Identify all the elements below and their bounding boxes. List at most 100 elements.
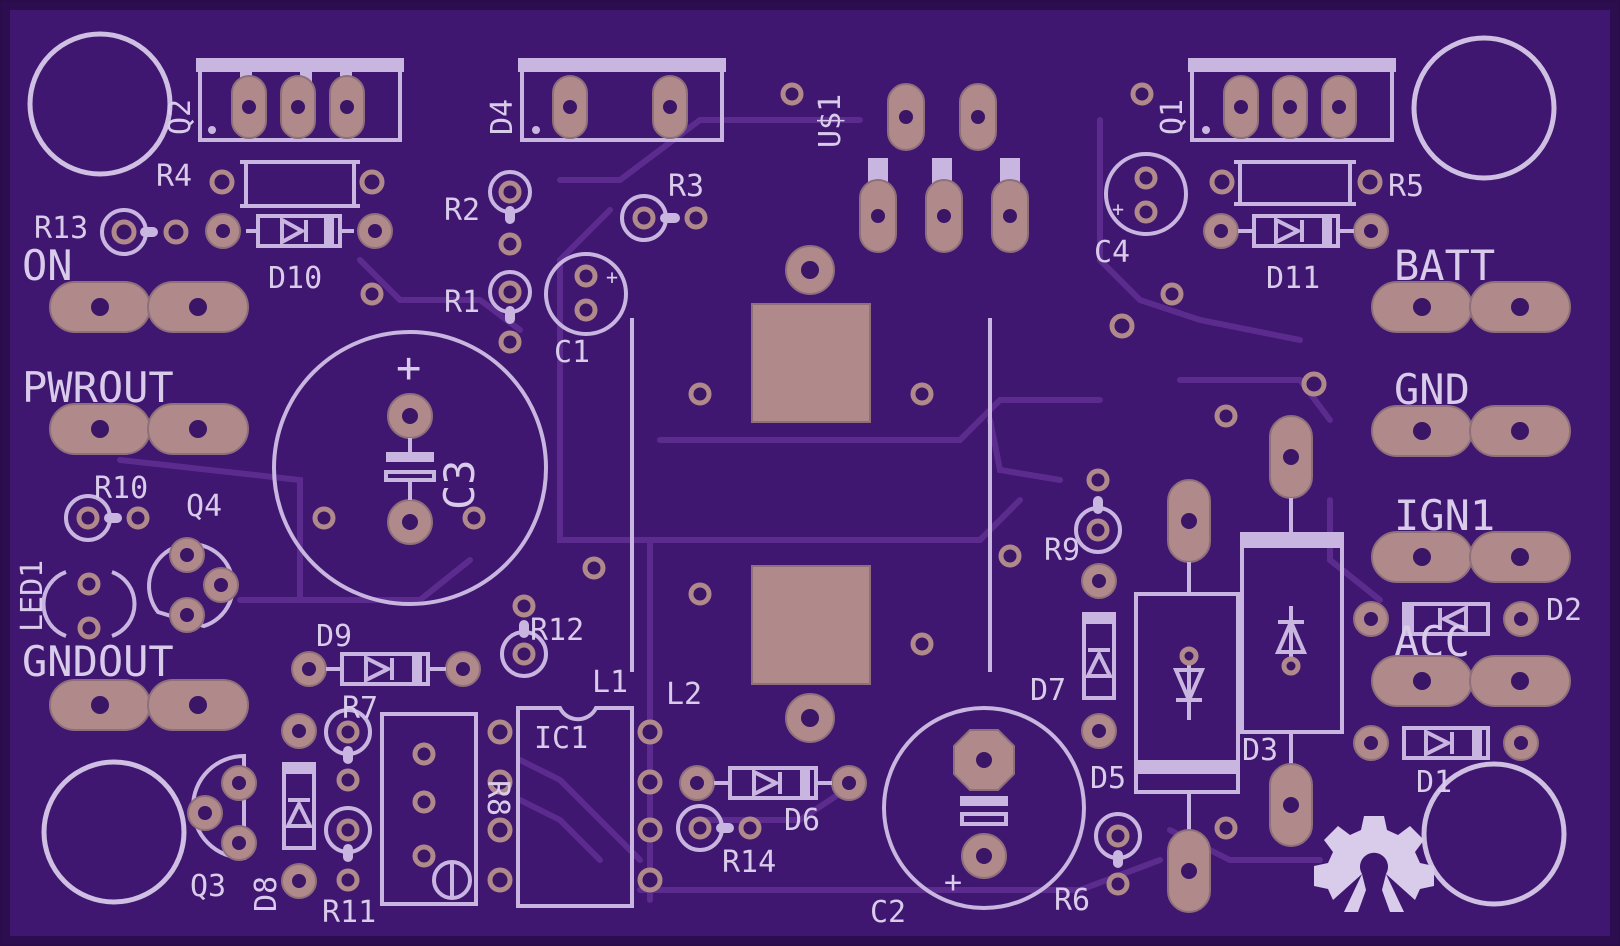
via bbox=[1301, 371, 1327, 397]
ref-l2: L2 bbox=[666, 677, 702, 712]
r2-resistor: R2 bbox=[444, 170, 532, 256]
ref-c2: C2 bbox=[870, 895, 906, 930]
via bbox=[582, 556, 606, 580]
ref-d4: D4 bbox=[485, 99, 520, 135]
ref-r8: R8 bbox=[480, 780, 515, 816]
r9-resistor: R9 bbox=[1044, 468, 1122, 568]
ref-d10: D10 bbox=[268, 261, 322, 296]
ref-ic1: IC1 bbox=[534, 721, 588, 756]
d4-package: D4 bbox=[485, 58, 726, 142]
ref-c4: C4 bbox=[1094, 235, 1130, 270]
d10-diode: D10 bbox=[205, 213, 393, 296]
label-gndout: GNDOUT bbox=[22, 637, 174, 686]
d8-diode: D8 bbox=[249, 713, 317, 912]
mount-hole-tr bbox=[1411, 35, 1557, 181]
r14-resistor: R14 bbox=[676, 804, 776, 880]
ref-d7: D7 bbox=[1030, 673, 1066, 708]
r8-trimmer: R8 bbox=[380, 712, 515, 906]
c4-plus: + bbox=[1112, 197, 1124, 221]
ref-r12: R12 bbox=[530, 613, 584, 648]
d3-diode: D3 bbox=[1240, 415, 1344, 847]
r13-resistor: R13 bbox=[34, 208, 189, 256]
c2-capacitor: + C2 bbox=[870, 706, 1086, 930]
ref-r10: R10 bbox=[94, 471, 148, 506]
r10-resistor: R10 bbox=[64, 471, 150, 542]
connector-on: ON bbox=[22, 241, 249, 333]
ref-c1: C1 bbox=[554, 335, 590, 370]
ref-c3: C3 bbox=[435, 459, 484, 510]
ref-led1: LED1 bbox=[15, 560, 50, 632]
ref-r6: R6 bbox=[1054, 883, 1090, 918]
ref-q1: Q1 bbox=[1155, 99, 1190, 135]
c1-capacitor: + C1 bbox=[544, 252, 628, 370]
r4-resistor: R4 bbox=[156, 159, 385, 208]
r7-resistor: R7 bbox=[324, 691, 378, 792]
c4-capacitor: + C4 bbox=[1094, 152, 1188, 339]
ref-q2: Q2 bbox=[163, 99, 198, 135]
via bbox=[998, 544, 1022, 568]
ref-r14: R14 bbox=[722, 845, 776, 880]
r1-resistor: R1 bbox=[444, 270, 532, 354]
r12-resistor: R12 bbox=[500, 594, 584, 678]
connector-acc: ACC bbox=[1371, 617, 1571, 707]
ref-q3: Q3 bbox=[190, 869, 226, 904]
connector-pwrout: PWROUT bbox=[22, 363, 249, 455]
u1-regulator: U$1 bbox=[780, 82, 1029, 253]
via bbox=[1214, 404, 1238, 428]
via bbox=[1214, 816, 1238, 840]
connector-batt: BATT bbox=[1371, 241, 1571, 333]
r5-resistor: R5 bbox=[1209, 160, 1424, 206]
ref-d11: D11 bbox=[1266, 261, 1320, 296]
ref-d2: D2 bbox=[1546, 593, 1582, 628]
connector-gndout: GNDOUT bbox=[22, 637, 249, 731]
ref-q4: Q4 bbox=[186, 489, 222, 524]
ref-d6: D6 bbox=[784, 803, 820, 838]
ref-r1: R1 bbox=[444, 285, 480, 320]
d5-diode: D5 bbox=[1090, 479, 1240, 913]
d2-diode: D2 bbox=[1353, 593, 1582, 637]
copper-traces bbox=[117, 117, 1383, 903]
ref-r7: R7 bbox=[342, 691, 378, 726]
c2-plus: + bbox=[944, 865, 962, 900]
connector-gnd: GND bbox=[1371, 365, 1571, 457]
d9-diode: D9 bbox=[291, 619, 481, 687]
ref-u1: U$1 bbox=[813, 94, 848, 148]
q4-transistor: Q4 bbox=[147, 489, 239, 633]
ref-r11: R11 bbox=[322, 895, 376, 930]
r11-resistor: R11 bbox=[322, 806, 376, 930]
d7-diode: D7 bbox=[1030, 563, 1117, 749]
ref-d8: D8 bbox=[249, 876, 284, 912]
ic1-chip: IC1 bbox=[487, 706, 663, 908]
d6-diode: D6 bbox=[679, 765, 867, 838]
ref-r5: R5 bbox=[1388, 169, 1424, 204]
r6-resistor: R6 bbox=[1054, 812, 1142, 918]
ref-d5: D5 bbox=[1090, 761, 1126, 796]
ref-r2: R2 bbox=[444, 193, 480, 228]
ref-r3: R3 bbox=[668, 169, 704, 204]
r3-resistor: R3 bbox=[620, 169, 708, 242]
mounting-holes bbox=[27, 31, 1567, 907]
d11-diode: D11 bbox=[1203, 213, 1389, 296]
via bbox=[360, 282, 384, 306]
c1-plus: + bbox=[606, 265, 618, 289]
connector-ign1: IGN1 bbox=[1371, 491, 1571, 583]
label-on: ON bbox=[22, 241, 73, 290]
mount-hole-br bbox=[1421, 761, 1567, 907]
ref-d9: D9 bbox=[316, 619, 352, 654]
mount-hole-bl bbox=[41, 759, 187, 905]
open-hardware-logo bbox=[1314, 816, 1434, 912]
c3-capacitor: + C3 bbox=[272, 330, 548, 606]
ref-r4: R4 bbox=[156, 159, 192, 194]
ref-r9: R9 bbox=[1044, 533, 1080, 568]
ref-d1: D1 bbox=[1416, 765, 1452, 800]
l1-l2-inductors: L1 L2 bbox=[592, 245, 992, 743]
ref-l1: L1 bbox=[592, 665, 628, 700]
c3-plus: + bbox=[396, 343, 421, 392]
q2-package: Q2 bbox=[163, 58, 404, 142]
mount-hole-tl bbox=[27, 31, 173, 177]
ref-d3: D3 bbox=[1242, 733, 1278, 768]
d1-diode: D1 bbox=[1353, 725, 1539, 800]
ref-r13: R13 bbox=[34, 211, 88, 246]
q1-package: Q1 bbox=[1130, 58, 1396, 142]
